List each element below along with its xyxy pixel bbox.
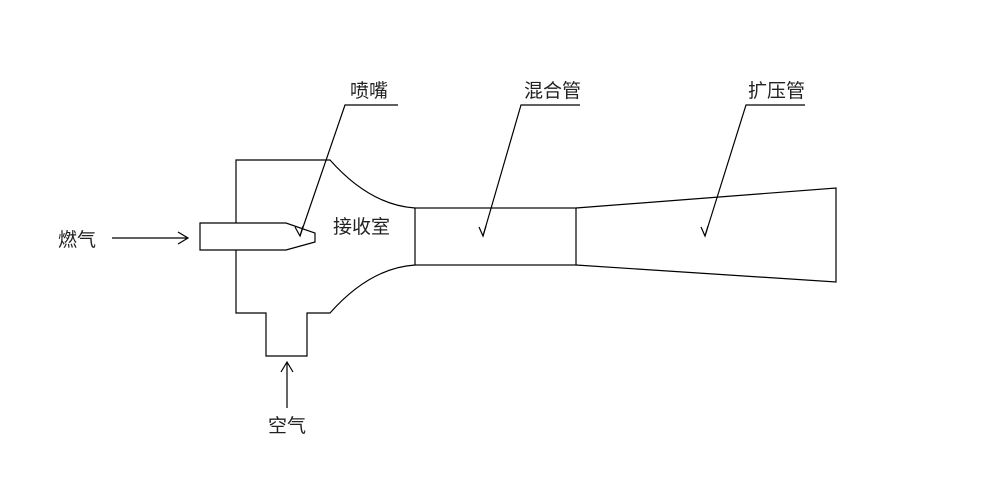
gas-inlet-arrow <box>112 231 190 245</box>
label-air: 空气 <box>268 415 307 437</box>
nozzle-leader-arrowhead <box>294 225 304 238</box>
receiving-chamber-outline <box>235 159 416 357</box>
diffuser <box>575 187 837 283</box>
air-inlet-arrow <box>280 360 294 408</box>
label-gas: 燃气 <box>58 229 97 251</box>
mixing-tube-leader-line <box>482 104 580 237</box>
nozzle <box>199 222 316 251</box>
nozzle-leader-line <box>299 104 398 237</box>
label-diffuser: 扩压管 <box>748 80 806 102</box>
label-nozzle: 喷嘴 <box>350 80 389 102</box>
mixing-tube <box>414 207 577 266</box>
diffuser-leader-line <box>704 104 805 237</box>
label-receiving-chamber: 接收室 <box>333 216 391 238</box>
label-mixing-tube: 混合管 <box>524 80 582 102</box>
diffuser-leader-arrowhead <box>700 225 709 238</box>
mixing-tube-leader-arrowhead <box>478 225 487 238</box>
